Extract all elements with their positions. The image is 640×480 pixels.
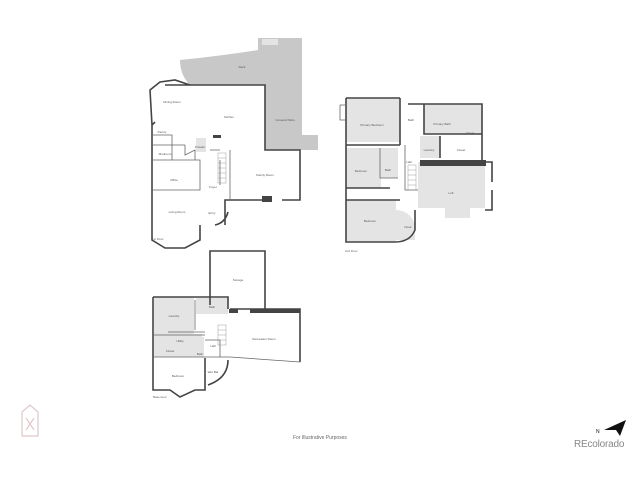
brand-logo: REcolorado bbox=[574, 439, 625, 450]
room-label: Wet Bar bbox=[208, 370, 219, 374]
first-floor-walls bbox=[149, 79, 301, 249]
room-label: Loft bbox=[448, 191, 453, 195]
room-label: Primary Bedroom bbox=[360, 123, 384, 127]
room-label: Foyer bbox=[209, 185, 217, 189]
disclaimer-text: For Illustrative Purposes bbox=[293, 435, 347, 441]
stairs-basement bbox=[217, 324, 227, 346]
room-label: Bedroom bbox=[364, 219, 377, 223]
room-label: Powder bbox=[195, 145, 205, 149]
deck-area bbox=[180, 38, 318, 150]
room-label: Family Room bbox=[256, 173, 274, 177]
north-label: N bbox=[596, 429, 600, 435]
room-label: Utility bbox=[176, 339, 184, 343]
house-logo-watermark bbox=[21, 404, 39, 437]
room-label: Pantry bbox=[158, 130, 167, 134]
room-label: Laundry bbox=[424, 148, 435, 152]
room-label: Bath bbox=[385, 168, 392, 172]
grill-fixture bbox=[262, 39, 278, 45]
room-label: Covered Patio bbox=[275, 118, 294, 122]
room-label: Nook bbox=[404, 225, 412, 229]
room-label: Deck bbox=[239, 65, 246, 69]
room-label: Mudroom bbox=[159, 152, 172, 156]
room-label: Closet bbox=[166, 349, 175, 353]
room-label: Dining Room bbox=[163, 100, 181, 104]
floor-label: 2nd Floor bbox=[345, 249, 358, 253]
room-label: Hall bbox=[210, 344, 216, 348]
stairs-first bbox=[217, 152, 227, 184]
second-floor-plan: Primary Bedroom Bath Primary Bath Closet… bbox=[339, 97, 493, 253]
floor-label: 1st Floor bbox=[152, 237, 164, 241]
room-label: Bath bbox=[408, 118, 415, 122]
room-label: Entry bbox=[208, 211, 216, 215]
room-label: Closet bbox=[466, 131, 475, 135]
room-label: Living Room bbox=[169, 210, 186, 214]
stairs-second bbox=[407, 164, 417, 191]
floor-label: Basement bbox=[153, 395, 167, 399]
room-label: Bedroom bbox=[355, 169, 368, 173]
first-floor-plan: Deck Dining Room Kitchen Covered Patio P… bbox=[149, 38, 318, 249]
room-label: Office bbox=[170, 178, 178, 182]
pantry-fill bbox=[196, 138, 206, 152]
room-label: Bath bbox=[209, 305, 216, 309]
room-label: Closet bbox=[457, 148, 466, 152]
second-floor-walls bbox=[345, 97, 493, 243]
room-label: Bath bbox=[197, 352, 204, 356]
room-label: Recreation Room bbox=[252, 337, 276, 341]
room-label: Kitchen bbox=[224, 115, 234, 119]
room-label: Laundry bbox=[169, 314, 180, 318]
basement-plan: Storage Laundry Bath Utility Closet Hall… bbox=[152, 250, 301, 399]
room-label: Bedroom bbox=[172, 374, 185, 378]
room-label: Hall bbox=[406, 160, 412, 164]
room-label: Primary Bath bbox=[433, 122, 451, 126]
room-label: Storage bbox=[233, 278, 244, 282]
